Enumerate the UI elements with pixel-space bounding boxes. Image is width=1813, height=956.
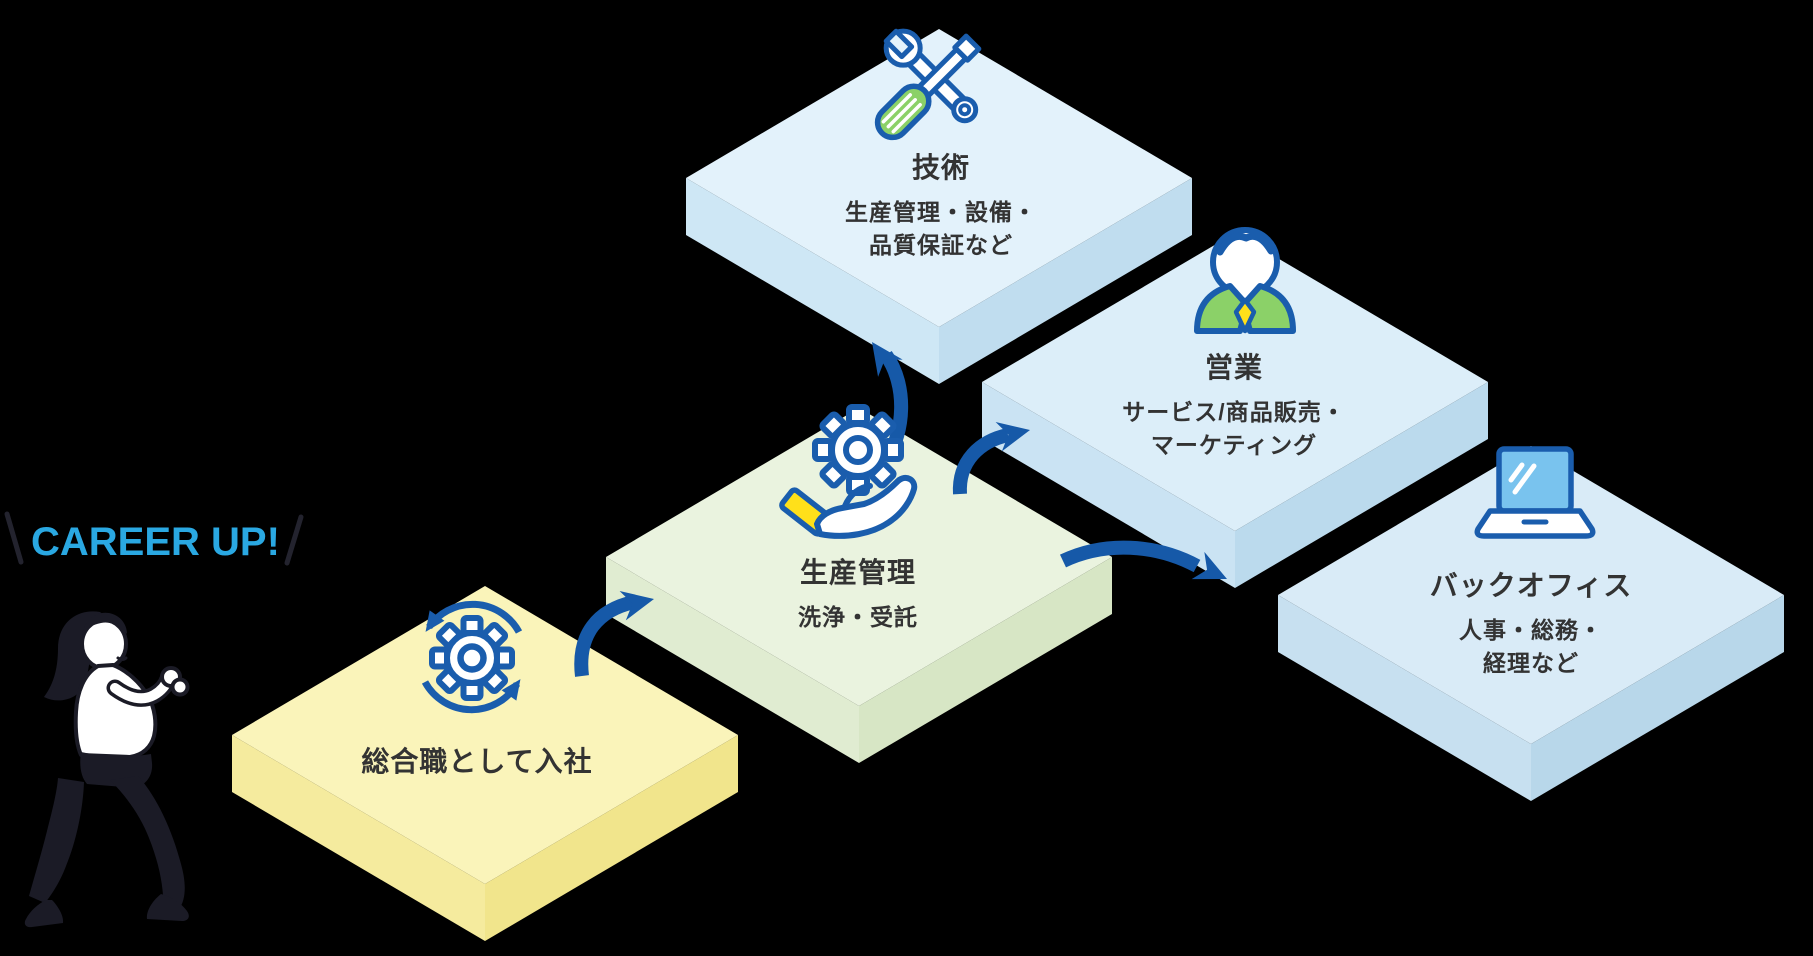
wrench-screwdriver-icon: [874, 28, 982, 141]
banner-slashes: [4, 511, 304, 566]
platform-left-face: [1278, 595, 1531, 801]
laptop-icon: [1474, 446, 1596, 539]
wrench-head-notch: [883, 28, 915, 60]
person-suit-left: [1194, 283, 1250, 334]
walking-woman-illustration: [24, 611, 190, 928]
business-person-icon: [1194, 227, 1296, 334]
screwdriver-tip: [952, 33, 982, 63]
woman-back-leg: [29, 778, 84, 903]
person-suit-right: [1240, 283, 1296, 334]
arrow-production-to-back-office: [1059, 540, 1227, 580]
arrow-head: [872, 342, 903, 377]
subtitle-line: 品質保証など: [869, 232, 1013, 258]
banner-slash-left: [4, 511, 24, 565]
label-back-office: バックオフィス 人事・総務・ 経理など: [1430, 564, 1632, 680]
platform-right-face: [1235, 382, 1488, 588]
person-hair: [1216, 232, 1275, 256]
platform-title: 総合職として入社: [361, 746, 593, 777]
hand-gear-icon: [779, 404, 918, 539]
platform-subtitle: 生産管理・設備・ 品質保証など: [845, 196, 1037, 262]
subtitle-line: 生産管理・設備・: [845, 199, 1037, 225]
subtitle-line: サービス/商品販売・: [1122, 399, 1346, 425]
gear-teeth: [812, 404, 904, 496]
platform-subtitle: サービス/商品販売・ マーケティング: [1122, 396, 1345, 462]
platform-right-face: [485, 735, 738, 941]
platform-subtitle: 洗浄・受託: [798, 601, 918, 634]
platform-title: バックオフィス: [1429, 570, 1633, 601]
arrow-head: [1191, 551, 1227, 580]
platform-left-face: [982, 382, 1235, 588]
platform-right-face: [939, 178, 1192, 384]
career-arrows: [574, 342, 1227, 677]
banner-slash-right: [284, 514, 304, 566]
person-tie: [1233, 297, 1257, 334]
platform-left-face: [606, 557, 859, 763]
platform-left-face: [232, 735, 485, 941]
woman-front-leg: [110, 776, 185, 906]
label-engineering: 技術 生産管理・設備・ 品質保証など: [845, 146, 1037, 262]
hand-thumb: [842, 483, 873, 509]
arrow-head: [619, 590, 654, 621]
woman-hair-front: [82, 612, 127, 636]
label-entry: 総合職として入社: [361, 740, 592, 780]
label-production: 生産管理 洗浄・受託: [798, 551, 918, 634]
arrow-production-to-sales: [952, 421, 1030, 495]
subtitle-line: 洗浄・受託: [798, 604, 918, 630]
arrow-entry-to-production: [574, 590, 654, 677]
career-up-banner: CAREER UP!: [31, 520, 280, 564]
platform-subtitle: 人事・総務・ 経理など: [1430, 614, 1632, 680]
gear-cycle-icon: [421, 600, 523, 714]
subtitle-line: 経理など: [1482, 650, 1579, 676]
woman-back-shoe: [24, 900, 64, 928]
platform-right-face: [859, 557, 1112, 763]
screen-reflection: [1508, 462, 1537, 495]
subtitle-line: 人事・総務・: [1458, 617, 1603, 643]
platform-engineering: [686, 29, 1192, 384]
woman-fist: [170, 677, 190, 697]
platform-title: 営業: [1204, 352, 1264, 383]
cycle-arrowhead: [501, 679, 521, 701]
platform-entry: [232, 586, 738, 941]
handle-grip-lines: [881, 93, 922, 134]
woman-smile: [116, 656, 128, 661]
platform-back-office: [1278, 446, 1784, 801]
platform-title: 生産管理: [799, 557, 916, 588]
wrench-tail-hole: [958, 103, 972, 117]
label-sales: 営業 サービス/商品販売・ マーケティング: [1122, 346, 1345, 462]
hand-palm: [814, 475, 918, 539]
platform-right-face: [1531, 595, 1784, 801]
subtitle-line: マーケティング: [1150, 432, 1318, 458]
woman-front-shoe: [146, 894, 189, 921]
platform-sales: [982, 233, 1488, 588]
cycle-arrowhead: [425, 610, 445, 632]
platform-title: 技術: [911, 152, 970, 183]
platform-left-face: [686, 178, 939, 384]
platform-production: [606, 408, 1112, 763]
arrow-head: [995, 421, 1030, 452]
woman-torso: [73, 663, 158, 759]
